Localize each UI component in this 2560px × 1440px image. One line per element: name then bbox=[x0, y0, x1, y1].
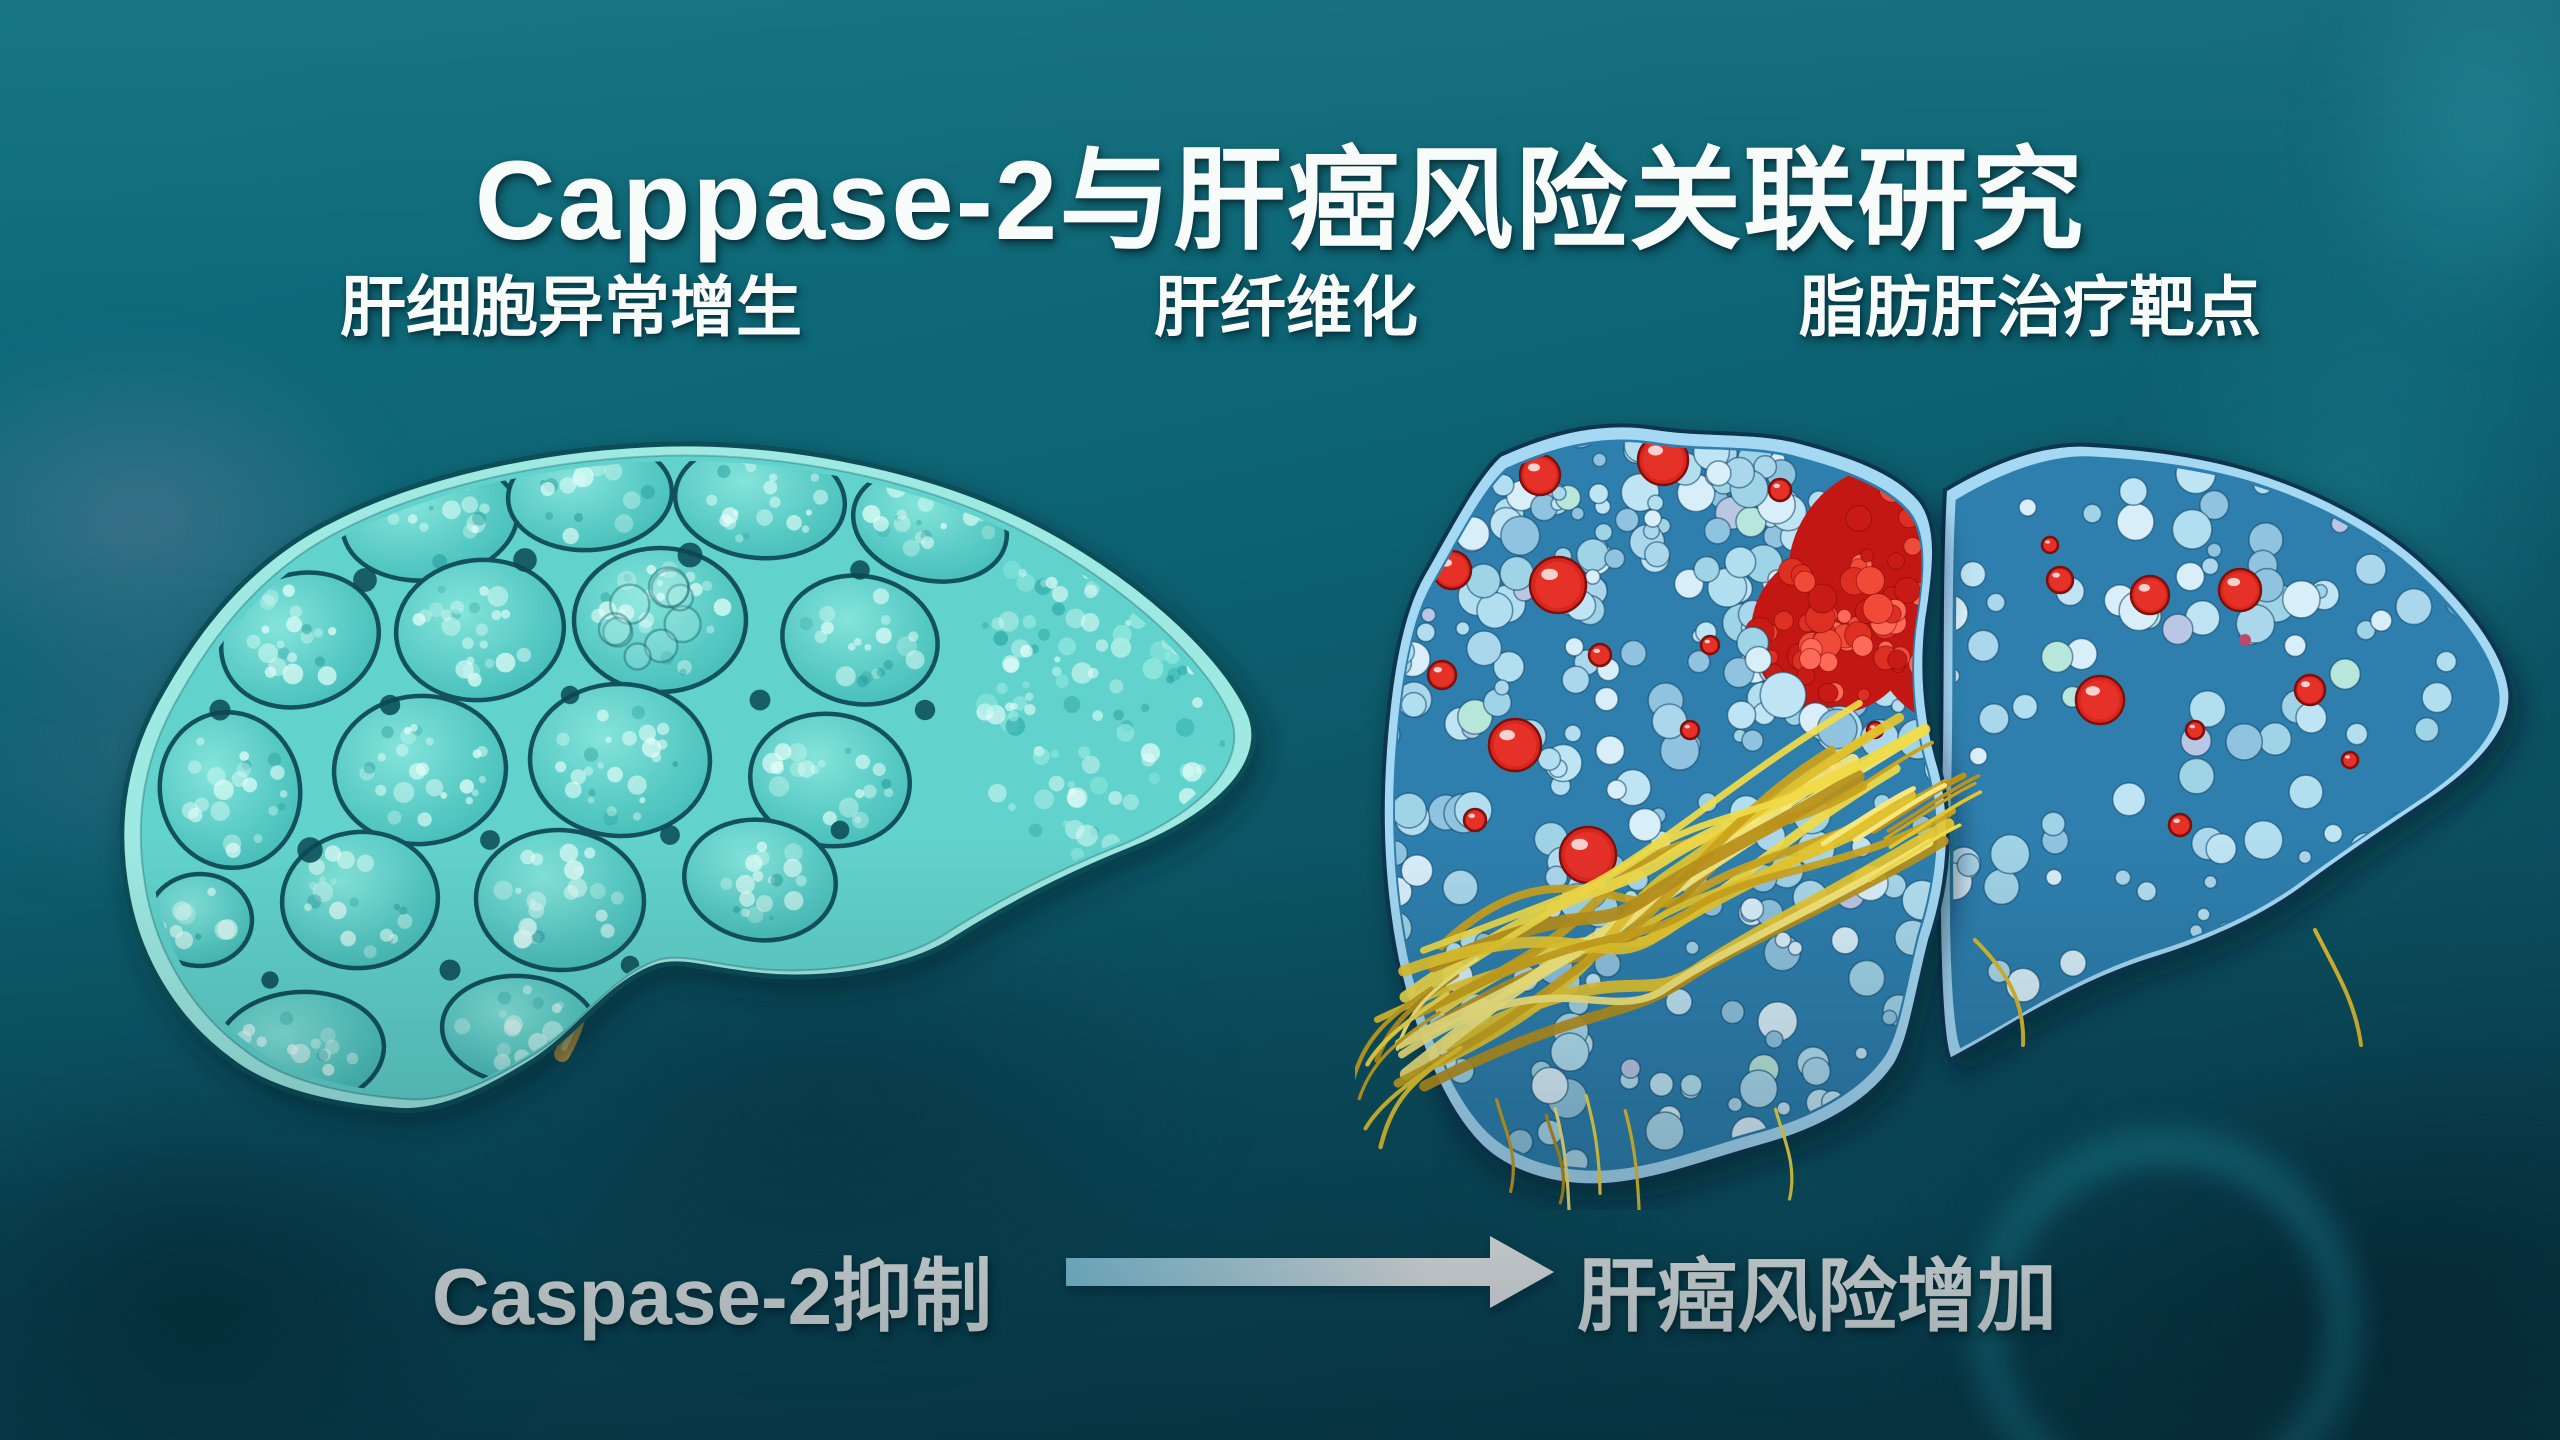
label-hepatocyte-hyperplasia: 肝细胞异常增生 bbox=[340, 270, 802, 344]
liver-cancer-risk-text: 肝癌风险增加 bbox=[1577, 1252, 2057, 1341]
arrow-right-icon bbox=[1066, 1236, 1554, 1308]
label-fatty-liver-target: 脂肪肝治疗靶点 bbox=[1799, 270, 2261, 344]
healthy-liver-illustration bbox=[119, 441, 1257, 1114]
label-liver-fibrosis: 肝纤维化 bbox=[1154, 270, 1418, 344]
diseased-liver-illustration bbox=[1355, 423, 2513, 1210]
page-title: Cappase-2与肝癌风险关联研究 bbox=[474, 138, 2086, 264]
caspase2-inhibition-text: Caspase-2抑制 bbox=[431, 1252, 993, 1341]
